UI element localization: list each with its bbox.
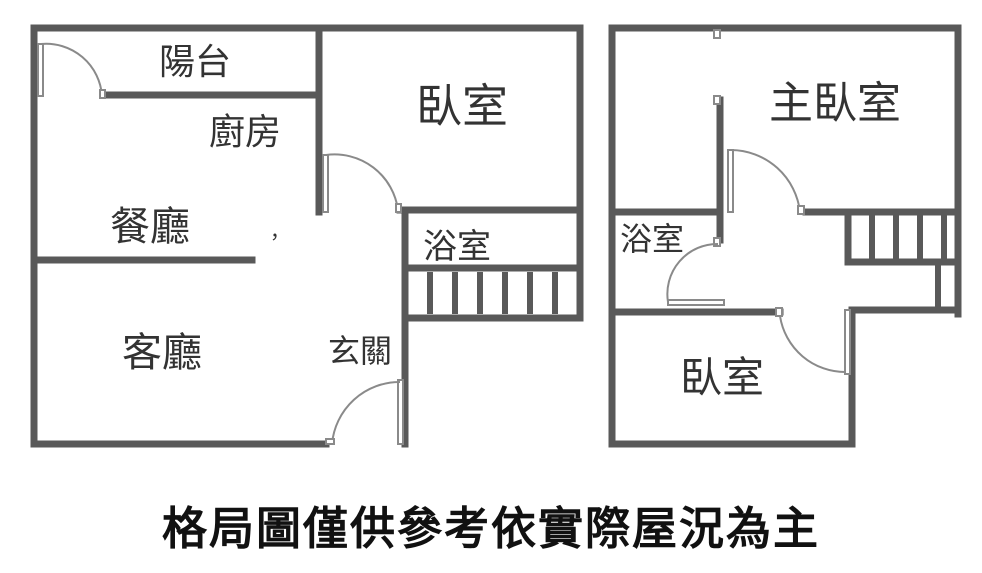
bathroom-label: 浴室 [423,227,491,267]
bedroom-label: 臥室 [416,79,508,133]
right-floor-labels: 主臥室 浴室 臥室 [620,78,901,402]
right-doors [666,29,851,375]
kitchen-label: 廚房 [209,112,281,153]
disclaimer-caption: 格局圖僅供參考依實際屋況為主 [161,502,820,555]
left-doors [37,42,404,445]
right-stairs [869,214,947,308]
dining-label: 餐廳 [110,204,190,250]
stray-mark: ， [270,219,290,243]
left-stairs [427,272,558,314]
bathroom-label-right: 浴室 [620,220,684,258]
master-bedroom-label: 主臥室 [769,78,901,129]
right-floor-walls [608,24,962,448]
left-floor-labels: 陽台 廚房 餐廳 ， 臥室 浴室 客廳 玄關 [110,42,508,376]
entrance-label: 玄關 [328,332,392,370]
bedroom-label-right: 臥室 [680,353,764,402]
floor-plan: 陽台 廚房 餐廳 ， 臥室 浴室 客廳 玄關 主臥室 浴室 臥室 [30,24,962,448]
balcony-label: 陽台 [159,42,231,83]
left-floor-walls [30,24,584,448]
living-room-label: 客廳 [122,330,202,376]
